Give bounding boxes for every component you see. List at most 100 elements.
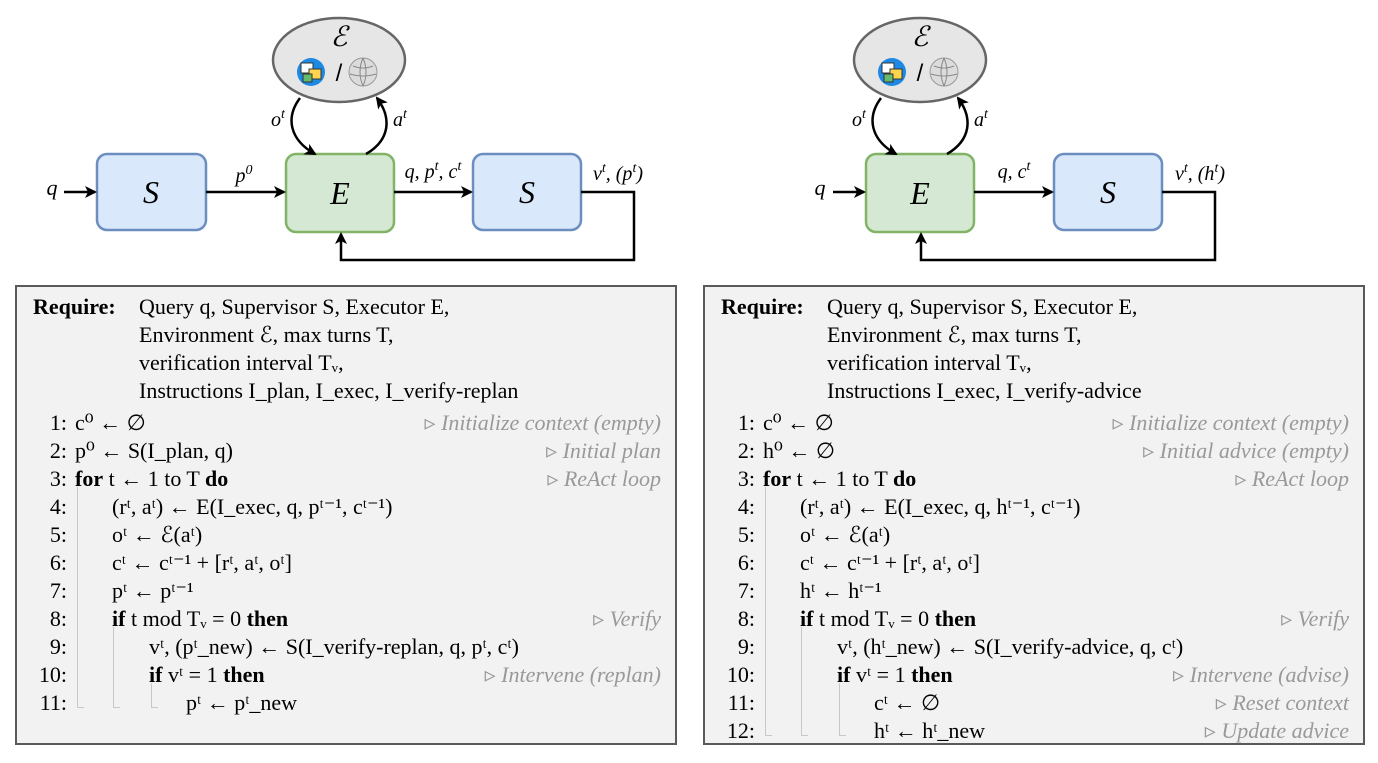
left-plan-label: p0 [234, 163, 253, 187]
algorithm-line: 9: vᵗ, (pᵗ_new) ← S(I_verify-replan, q, p… [17, 633, 661, 661]
algorithm-line: 4: (rᵗ, aᵗ) ← E(I_exec, q, pᵗ⁻¹, cᵗ⁻¹) [17, 493, 661, 521]
left-observation-label: ot [271, 107, 286, 131]
line-code: vᵗ, (pᵗ_new) ← S(I_verify-replan, q, pᵗ,… [149, 634, 519, 659]
right-feedback-arrow [915, 190, 1217, 262]
algorithm-line: 5: oᵗ ← ℰ(aᵗ) [17, 521, 661, 549]
algorithm-line: 7:pᵗ ← pᵗ⁻¹ [17, 577, 661, 605]
algorithm-right: Require: Query q, Supervisor S, Executor… [703, 285, 1365, 745]
line-number: 10: [726, 662, 755, 687]
left-action-label: at [393, 107, 408, 131]
line-number: 6: [49, 550, 67, 575]
right-verifier-label: S [1100, 174, 1116, 210]
line-number: 9: [49, 634, 67, 659]
image-tools-icon [878, 58, 906, 86]
loop-guide [765, 487, 772, 736]
line-number: 8: [49, 606, 67, 631]
algorithm-line: 3:for t ← 1 to T do▹ ReAct loop [705, 465, 1349, 493]
algorithm-left: Require: Query q, Supervisor S, Executor… [15, 285, 677, 745]
algorithm-line: 1:c⁰ ← ∅▹ Initialize context (empty) [17, 409, 661, 437]
line-comment: ▹ Initial advice (empty) [1143, 438, 1349, 463]
right-exec-out-label: q, ct [998, 159, 1032, 183]
algorithm-line: 7:hᵗ ← hᵗ⁻¹ [705, 577, 1349, 605]
line-number: 11: [39, 690, 67, 715]
algorithm-line: 10: if vᵗ = 1 then ▹ Intervene (replan) [17, 661, 661, 689]
algorithm-line: 5: oᵗ ← ℰ(aᵗ) [705, 521, 1349, 549]
right-action-arrow [946, 96, 969, 156]
right-env-separator: / [917, 60, 924, 87]
if-guide [801, 627, 808, 736]
line-code: for t ← 1 to T do [75, 466, 229, 491]
algorithm-line: 2: h⁰ ← ∅ ▹ Initial advice (empty) [705, 437, 1349, 465]
line-code: c⁰ ← ∅ [763, 410, 834, 435]
line-number: 2: [49, 438, 67, 463]
algorithm-line: 10:if vᵗ = 1 then▹ Intervene (advise) [705, 661, 1349, 689]
line-code: if vᵗ = 1 then [149, 662, 265, 687]
wikipedia-globe-icon [929, 57, 959, 87]
require-line: Environment ℰ, max turns T, [827, 322, 1082, 347]
right-observation-arrow [871, 97, 898, 156]
line-code: (rᵗ, aᵗ) ← E(I_exec, q, pᵗ⁻¹, cᵗ⁻¹) [112, 494, 393, 519]
right-env-label: ℰ [912, 22, 932, 53]
line-number: 1: [49, 410, 67, 435]
left-env-separator: / [336, 60, 343, 87]
line-comment: ▹ Update advice [1204, 718, 1349, 743]
left-verifier-label: S [519, 174, 535, 210]
algorithm-line: 8: if t mod Tᵥ = 0 then ▹ Verify [705, 605, 1349, 633]
line-number: 5: [737, 522, 755, 547]
algorithm-line: 6:cᵗ ← cᵗ⁻¹ + [rᵗ, aᵗ, oᵗ] [17, 549, 661, 577]
line-comment: ▹ Initial plan [546, 438, 661, 463]
algorithm-line: 11:cᵗ ← ∅▹ Reset context [705, 689, 1349, 717]
right-executor-label: E [909, 175, 930, 211]
algorithm-line: 2:p⁰ ← S(I_plan, q)▹ Initial plan [17, 437, 661, 465]
image-tools-icon [297, 58, 325, 86]
algorithm-line: 12:hᵗ ← hᵗ_new▹ Update advice [705, 717, 1349, 745]
left-diagram: ℰ / S E S q p0 q, pt, ct [47, 16, 643, 262]
line-code: oᵗ ← ℰ(aᵗ) [112, 522, 203, 547]
line-code: pᵗ ← pᵗ⁻¹ [112, 578, 194, 603]
line-number: 10: [38, 662, 67, 687]
line-number: 3: [737, 466, 755, 491]
right-observation-label: ot [852, 107, 867, 131]
line-code: h⁰ ← ∅ [763, 438, 835, 463]
line-number: 1: [737, 410, 755, 435]
require-line: Environment ℰ, max turns T, [139, 322, 394, 347]
inner-if-guide [839, 683, 846, 736]
line-comment: ▹ Reset context [1215, 690, 1349, 715]
line-comment: ▹ Verify [593, 606, 661, 631]
algorithm-line: 11:pᵗ ← pᵗ_new [17, 689, 661, 717]
require-line: Query q, Supervisor S, Executor E, [827, 294, 1138, 319]
algorithm-line: 3:for t ← 1 to T do▹ ReAct loop [17, 465, 661, 493]
left-executor-label: E [329, 175, 350, 211]
line-comment: ▹ Intervene (replan) [484, 662, 661, 687]
line-comment: ▹ ReAct loop [547, 466, 661, 491]
line-number: 5: [49, 522, 67, 547]
right-action-label: at [974, 107, 989, 131]
line-number: 4: [737, 494, 755, 519]
left-feedback-arrow [335, 190, 636, 262]
require-line: Instructions I_exec, I_verify-advice [827, 378, 1142, 403]
require-keyword: Require: [721, 294, 804, 319]
line-number: 8: [737, 606, 755, 631]
line-number: 2: [737, 438, 755, 463]
line-comment: ▹ Intervene (advise) [1173, 662, 1349, 687]
line-code: cᵗ ← cᵗ⁻¹ + [rᵗ, aᵗ, oᵗ] [800, 550, 980, 575]
line-code: c⁰ ← ∅ [75, 410, 146, 435]
line-number: 11: [727, 690, 755, 715]
line-number: 6: [737, 550, 755, 575]
require-line: Query q, Supervisor S, Executor E, [139, 294, 450, 319]
left-exec-out-label: q, pt, ct [405, 159, 463, 183]
left-supervisor-label: S [143, 174, 159, 210]
algorithm-line: 1:c⁰ ← ∅▹ Initialize context (empty) [705, 409, 1349, 437]
require-line: verification interval Tᵥ, [827, 350, 1032, 375]
left-env-label: ℰ [331, 22, 351, 53]
if-guide [113, 627, 120, 708]
require-line: Instructions I_plan, I_exec, I_verify-re… [139, 378, 519, 403]
algorithm-line: 9:vᵗ, (hᵗ_new) ← S(I_verify-advice, q, c… [705, 633, 1349, 661]
algorithm-line: 4:(rᵗ, aᵗ) ← E(I_exec, q, hᵗ⁻¹, cᵗ⁻¹) [705, 493, 1349, 521]
line-code: oᵗ ← ℰ(aᵗ) [800, 522, 891, 547]
line-comment: ▹ Verify [1281, 606, 1349, 631]
line-number: 4: [49, 494, 67, 519]
line-code: if t mod Tᵥ = 0 then [800, 606, 977, 631]
diagrams: ℰ / S E S q p0 q, pt, ct [47, 16, 1225, 262]
line-code: hᵗ ← hᵗ_new [874, 718, 986, 743]
